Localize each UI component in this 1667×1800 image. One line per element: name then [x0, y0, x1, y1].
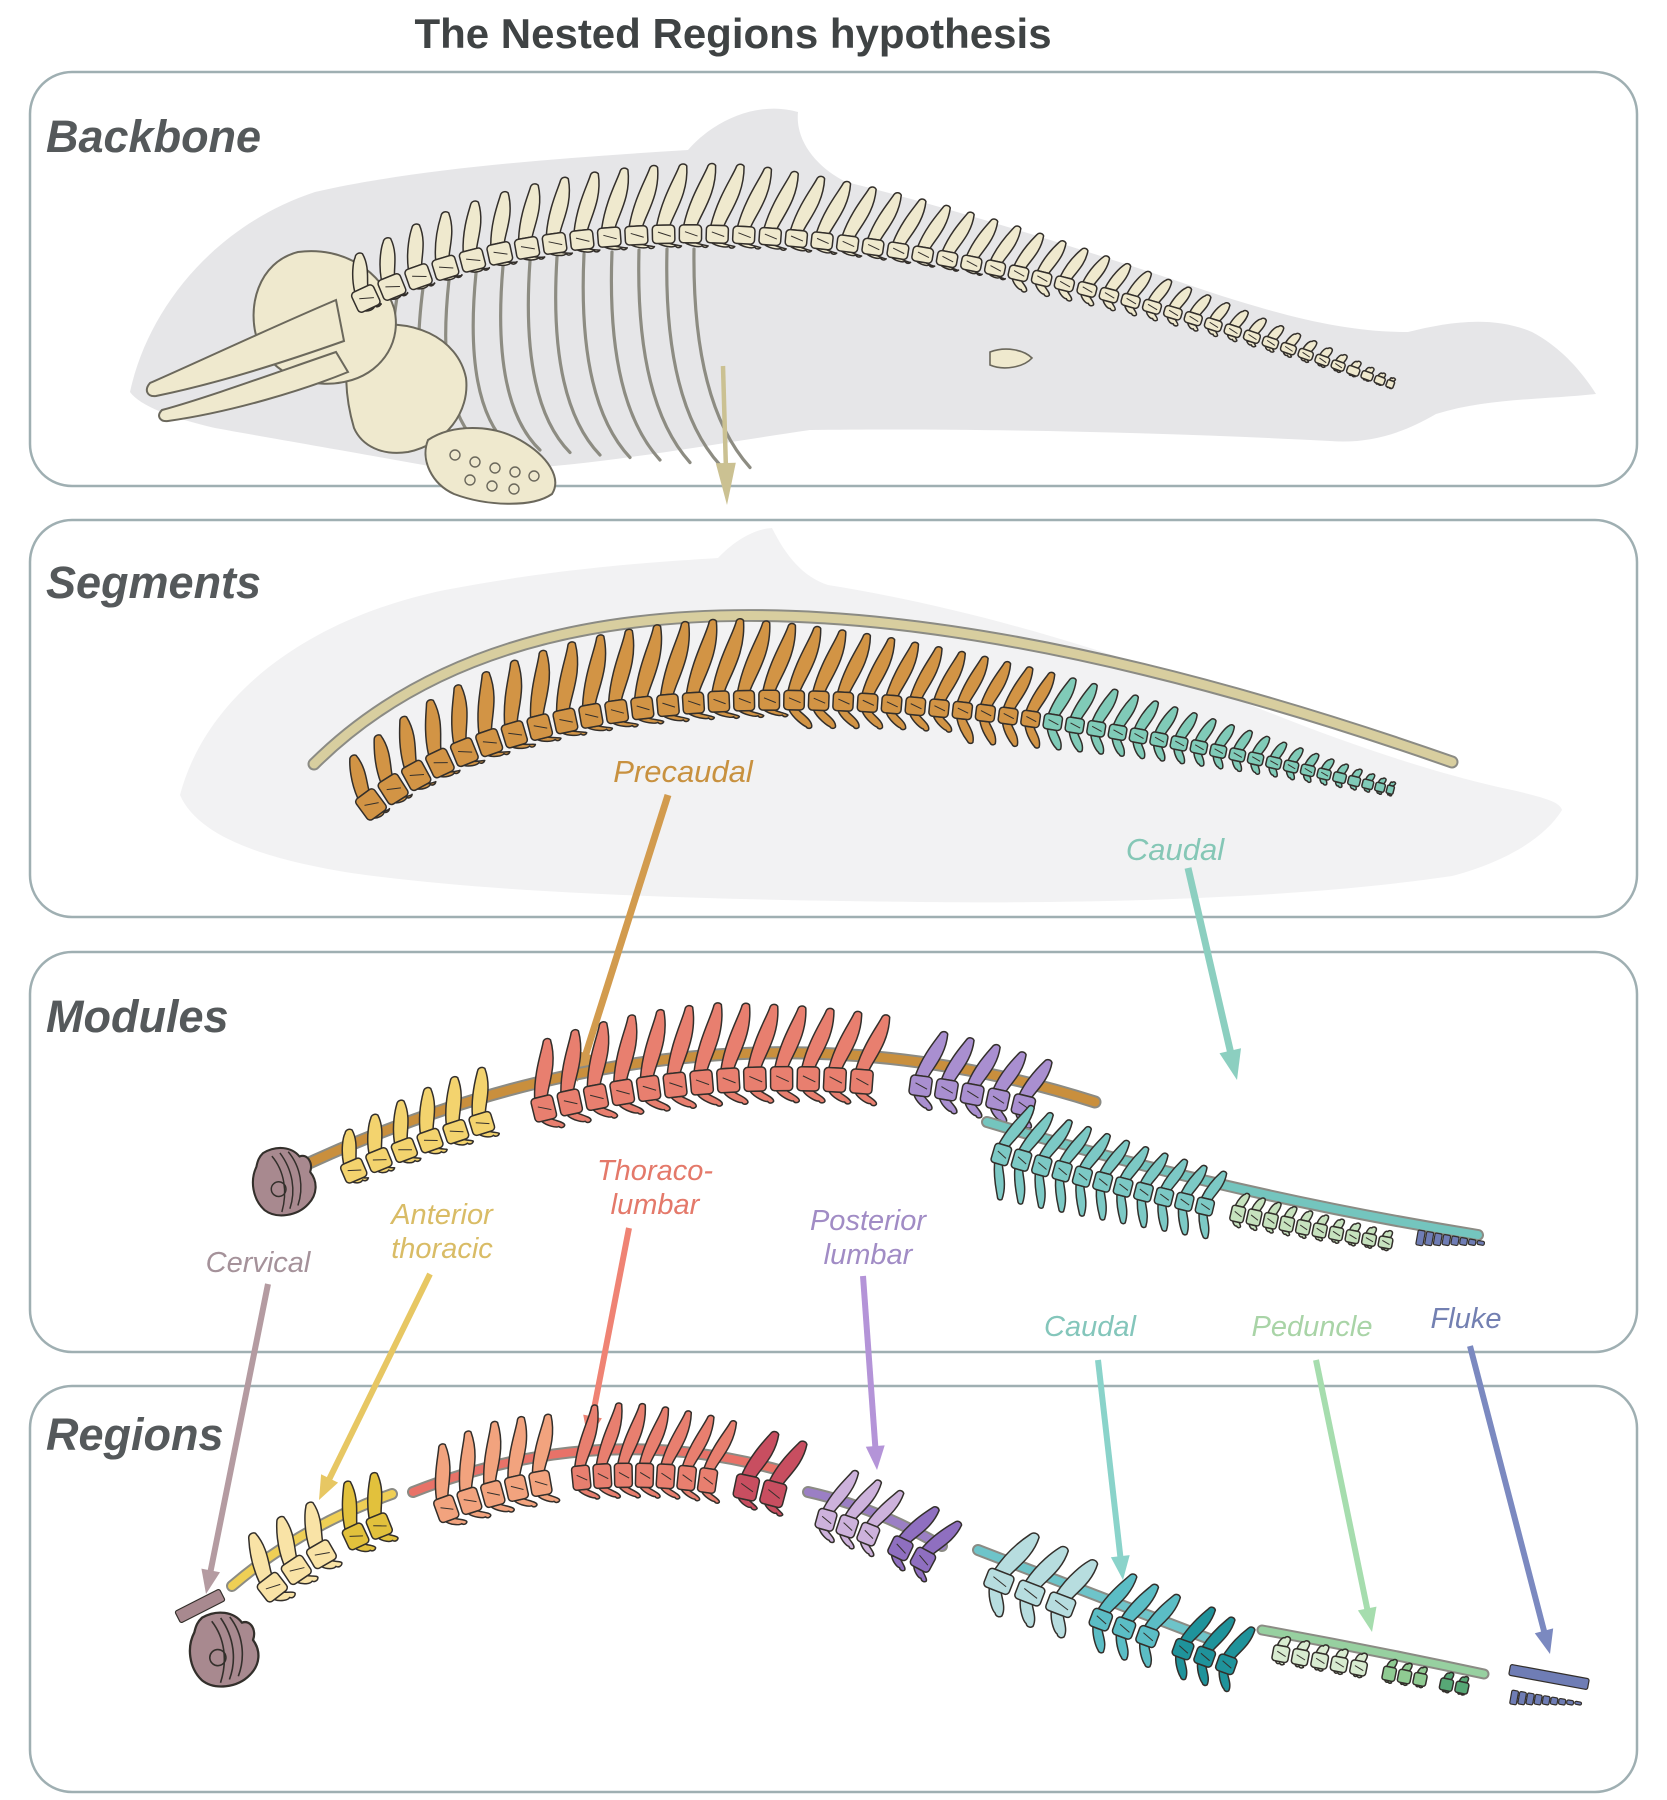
module-label-thoraco-1: Thoraco- [597, 1155, 713, 1187]
region-thoraco-light [432, 1413, 561, 1526]
arrow-anterior-to-regions [319, 1272, 433, 1500]
module-caudal [990, 1104, 1228, 1240]
segment-label-caudal: Caudal [1126, 832, 1225, 867]
region-thoraco-dark [732, 1430, 808, 1517]
figure-title: The Nested Regions hypothesis [414, 10, 1051, 57]
module-label-cervical: Cervical [206, 1247, 312, 1279]
region-posterior-dark [887, 1506, 963, 1583]
module-label-peduncle: Peduncle [1252, 1311, 1373, 1343]
segments-backbone-band [307, 609, 1459, 771]
region-caudal-dark [1171, 1606, 1256, 1693]
backbone-spine [350, 162, 1397, 390]
region-posterior-band [802, 1486, 948, 1552]
region-peduncle-band [1256, 1624, 1490, 1680]
arrow-caudal-to-modules [1184, 867, 1241, 1080]
module-label-posterior-2: lumbar [824, 1239, 914, 1271]
flipper-bones [424, 427, 557, 505]
whale-silhouette [130, 108, 1596, 470]
panel-label-segments: Segments [46, 557, 261, 608]
module-thoraco-lumbar [530, 1002, 891, 1129]
module-label-anterior-1: Anterior [389, 1199, 494, 1231]
module-fluke-wedge [1415, 1229, 1486, 1247]
text-layer: The Nested Regions hypothesis Backbone S… [46, 10, 1501, 1460]
arrow-cervical-to-regions [201, 1283, 271, 1594]
pelvic-bone [989, 348, 1034, 369]
module-posterior-lumbar [908, 1030, 1053, 1130]
segment-label-precaudal: Precaudal [613, 754, 754, 789]
segments-spine [349, 618, 1397, 821]
region-anterior-dark [341, 1471, 399, 1553]
region-anterior-light [248, 1501, 343, 1603]
region-posterior-light [814, 1469, 905, 1558]
region-cervical-block [188, 1611, 260, 1688]
region-caudal-light [983, 1532, 1099, 1639]
panel-label-backbone: Backbone [46, 111, 261, 162]
module-label-posterior-1: Posterior [810, 1205, 927, 1237]
pectoral-fin-silhouette [546, 831, 770, 893]
arrow-peduncle-to-regions [1313, 1359, 1377, 1632]
arrow-caudal-to-regions [1095, 1359, 1130, 1580]
region-caudal-mid [1088, 1573, 1182, 1668]
module-label-caudal: Caudal [1044, 1311, 1137, 1343]
module-label-thoraco-2: lumbar [611, 1189, 701, 1221]
region-peduncle-dark [1438, 1671, 1470, 1696]
panel-label-regions: Regions [46, 1409, 224, 1460]
panel-label-modules: Modules [46, 991, 229, 1042]
artwork-layer [130, 108, 1596, 1706]
region-peduncle-mid [1381, 1658, 1428, 1689]
arrow-backbone-to-segments [715, 365, 736, 505]
region-thoraco-mid [570, 1402, 738, 1504]
module-label-anterior-2: thoracic [391, 1233, 493, 1265]
region-peduncle-light [1271, 1635, 1369, 1679]
arrow-posterior-to-regions [860, 1275, 885, 1470]
region-fluke-bar [1508, 1664, 1590, 1690]
module-anterior-thoracic [339, 1066, 501, 1184]
module-peduncle [1229, 1192, 1394, 1252]
region-cervical-bar [174, 1588, 226, 1624]
arrow-fluke-to-regions [1467, 1345, 1554, 1654]
module-label-fluke: Fluke [1431, 1303, 1502, 1335]
region-fluke-wedge [1509, 1689, 1583, 1706]
module-cervical-block [251, 1147, 317, 1217]
